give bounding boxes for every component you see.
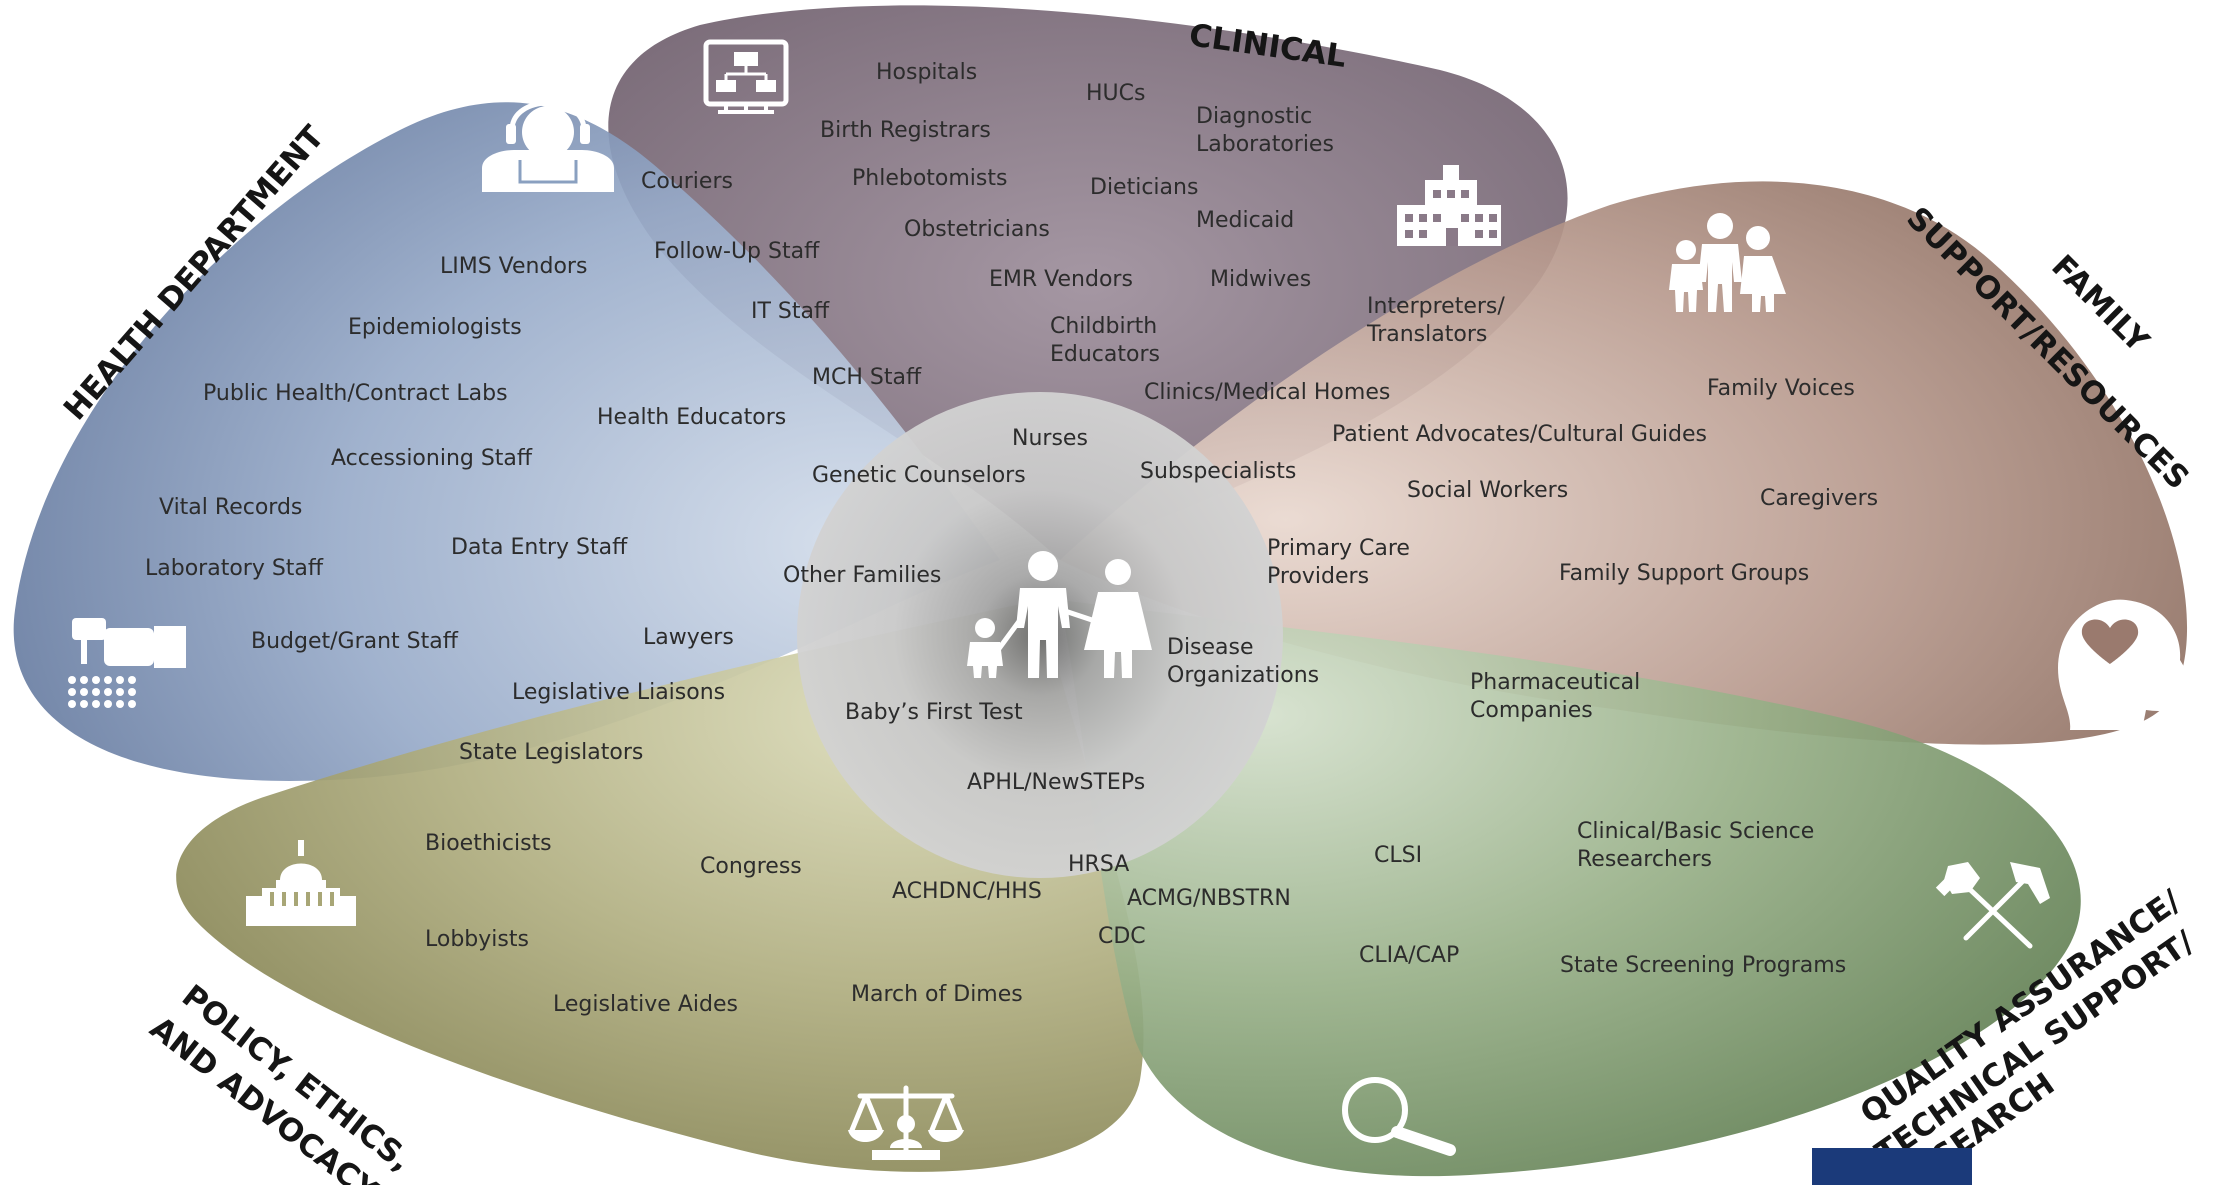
label-health-educators: Health Educators bbox=[597, 405, 786, 430]
label-dieticians: Dieticians bbox=[1090, 175, 1198, 200]
headset-person-icon bbox=[482, 100, 614, 192]
label-pharmaceutical-companies-1: Pharmaceutical bbox=[1470, 670, 1640, 695]
label-clinics-medical-homes: Clinics/Medical Homes bbox=[1144, 380, 1390, 405]
label-legislative-liaisons: Legislative Liaisons bbox=[512, 680, 725, 705]
scales-of-justice-icon bbox=[848, 1085, 964, 1160]
magnifying-glass-icon bbox=[1342, 1077, 1456, 1156]
label-obstetricians: Obstetricians bbox=[904, 217, 1050, 242]
health-department-petal bbox=[13, 102, 1000, 781]
label-congress: Congress bbox=[700, 854, 802, 879]
label-lims-vendors: LIMS Vendors bbox=[440, 254, 587, 279]
label-interpreters-1: Interpreters/ bbox=[1367, 294, 1505, 319]
label-family-voices: Family Voices bbox=[1707, 376, 1855, 401]
pipette-lab-icon bbox=[68, 618, 186, 708]
label-acmg-nbstrn: ACMG/NBSTRN bbox=[1127, 886, 1291, 911]
label-diagnostic-laboratories-2: Laboratories bbox=[1196, 132, 1334, 157]
family-icon bbox=[1669, 213, 1786, 312]
label-aphl-newsteps: APHL/NewSTEPs bbox=[967, 770, 1145, 795]
label-achdnc-hhs: ACHDNC/HHS bbox=[892, 879, 1042, 904]
monitor-network-icon bbox=[703, 39, 789, 114]
label-lobbyists: Lobbyists bbox=[425, 927, 529, 952]
label-cdc: CDC bbox=[1098, 924, 1146, 949]
label-hrsa: HRSA bbox=[1068, 852, 1129, 877]
label-public-health-contract-labs: Public Health/Contract Labs bbox=[203, 381, 508, 406]
label-medicaid: Medicaid bbox=[1196, 208, 1294, 233]
hammer-wrench-icon bbox=[1935, 862, 2050, 949]
label-accessioning-staff: Accessioning Staff bbox=[331, 446, 533, 471]
label-budget-grant-staff: Budget/Grant Staff bbox=[251, 629, 459, 654]
label-march-of-dimes: March of Dimes bbox=[851, 982, 1023, 1007]
label-disease-organizations-1: Disease bbox=[1167, 635, 1254, 660]
label-pharmaceutical-companies-2: Companies bbox=[1470, 698, 1593, 723]
label-caregivers: Caregivers bbox=[1760, 486, 1878, 511]
label-vital-records: Vital Records bbox=[159, 495, 302, 520]
label-childbirth-educators-1: Childbirth bbox=[1050, 314, 1157, 339]
heart-head-icon bbox=[2058, 599, 2192, 730]
label-data-entry-staff: Data Entry Staff bbox=[451, 535, 628, 560]
label-phlebotomists: Phlebotomists bbox=[852, 166, 1007, 191]
label-genetic-counselors: Genetic Counselors bbox=[812, 463, 1026, 488]
label-subspecialists: Subspecialists bbox=[1140, 459, 1296, 484]
label-hucs: HUCs bbox=[1086, 81, 1145, 106]
label-mch-staff: MCH Staff bbox=[812, 365, 922, 390]
label-childbirth-educators-2: Educators bbox=[1050, 342, 1160, 367]
label-clinical-basic-science-researchers-2: Researchers bbox=[1577, 847, 1712, 872]
label-other-families: Other Families bbox=[783, 563, 941, 588]
label-state-legislators: State Legislators bbox=[459, 740, 643, 765]
label-emr-vendors: EMR Vendors bbox=[989, 267, 1133, 292]
label-patient-advocates: Patient Advocates/Cultural Guides bbox=[1332, 422, 1707, 447]
label-disease-organizations-2: Organizations bbox=[1167, 663, 1319, 688]
label-state-screening-programs: State Screening Programs bbox=[1560, 953, 1846, 978]
corner-badge bbox=[1812, 1148, 1972, 1185]
label-couriers: Couriers bbox=[641, 169, 733, 194]
label-nurses: Nurses bbox=[1012, 426, 1088, 451]
label-bioethicists: Bioethicists bbox=[425, 831, 552, 856]
label-babys-first-test: Baby’s First Test bbox=[845, 700, 1023, 725]
family-support-petal bbox=[1060, 181, 2188, 745]
label-it-staff: IT Staff bbox=[751, 299, 830, 324]
hospital-building-icon bbox=[1397, 165, 1501, 246]
label-clsi: CLSI bbox=[1374, 843, 1422, 868]
label-legislative-aides: Legislative Aides bbox=[553, 992, 738, 1017]
label-primary-care-providers-1: Primary Care bbox=[1267, 536, 1410, 561]
label-midwives: Midwives bbox=[1210, 267, 1311, 292]
label-laboratory-staff: Laboratory Staff bbox=[145, 556, 324, 581]
quality-assurance-petal bbox=[1060, 600, 2081, 1177]
label-diagnostic-laboratories-1: Diagnostic bbox=[1196, 104, 1312, 129]
label-primary-care-providers-2: Providers bbox=[1267, 564, 1369, 589]
label-social-workers: Social Workers bbox=[1407, 478, 1568, 503]
label-lawyers: Lawyers bbox=[643, 625, 734, 650]
label-clinical-basic-science-researchers-1: Clinical/Basic Science bbox=[1577, 819, 1814, 844]
capitol-dome-icon bbox=[246, 840, 356, 926]
label-follow-up-staff: Follow-Up Staff bbox=[654, 239, 820, 264]
label-hospitals: Hospitals bbox=[876, 60, 977, 85]
center-family-icon bbox=[967, 551, 1152, 678]
label-birth-registrars: Birth Registrars bbox=[820, 118, 991, 143]
label-clia-cap: CLIA/CAP bbox=[1359, 943, 1459, 968]
label-interpreters-2: Translators bbox=[1366, 322, 1487, 347]
label-family-support-groups: Family Support Groups bbox=[1559, 561, 1809, 586]
label-epidemiologists: Epidemiologists bbox=[348, 315, 522, 340]
